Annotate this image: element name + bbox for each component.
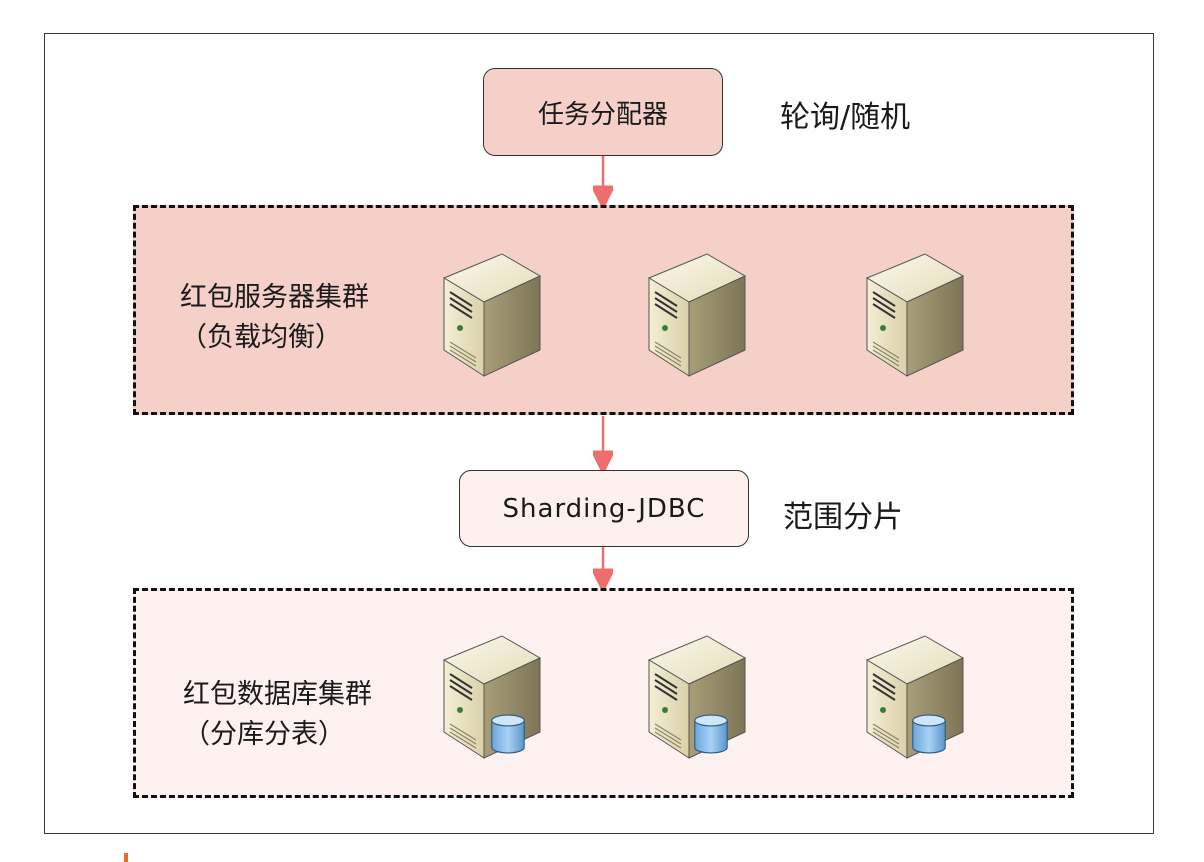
task-dispatcher-label: 任务分配器 [537, 99, 668, 130]
database-cylinder-icon [490, 712, 526, 756]
service-cluster-label: 红包服务器集群 （负载均衡） [180, 278, 369, 358]
arrow-dispatcher-to-service [593, 156, 613, 206]
task-dispatcher-box: 任务分配器 [483, 68, 723, 156]
database-cluster-title: 红包数据库集群 [183, 679, 372, 710]
database-cylinder-icon [693, 712, 729, 756]
database-cluster-label: 红包数据库集群 （分库分表） [183, 675, 372, 755]
database-cluster-subtitle: （分库分表） [183, 719, 345, 750]
sharding-strategy-note: 范围分片 [783, 500, 903, 535]
bottom-accent-mark [124, 853, 128, 862]
server-icon [442, 250, 542, 380]
diagram-frame [44, 33, 1154, 834]
server-icon [865, 250, 965, 380]
arrow-sharding-to-db [593, 547, 613, 589]
sharding-jdbc-label: Sharding-JDBC [502, 493, 706, 524]
dispatch-strategy-note: 轮询/随机 [780, 100, 911, 135]
service-cluster-subtitle: （负载均衡） [180, 322, 342, 353]
service-cluster-title: 红包服务器集群 [180, 282, 369, 313]
sharding-jdbc-box: Sharding-JDBC [459, 470, 749, 547]
database-cylinder-icon [911, 712, 947, 756]
arrow-service-to-sharding [593, 416, 613, 471]
server-icon [647, 250, 747, 380]
